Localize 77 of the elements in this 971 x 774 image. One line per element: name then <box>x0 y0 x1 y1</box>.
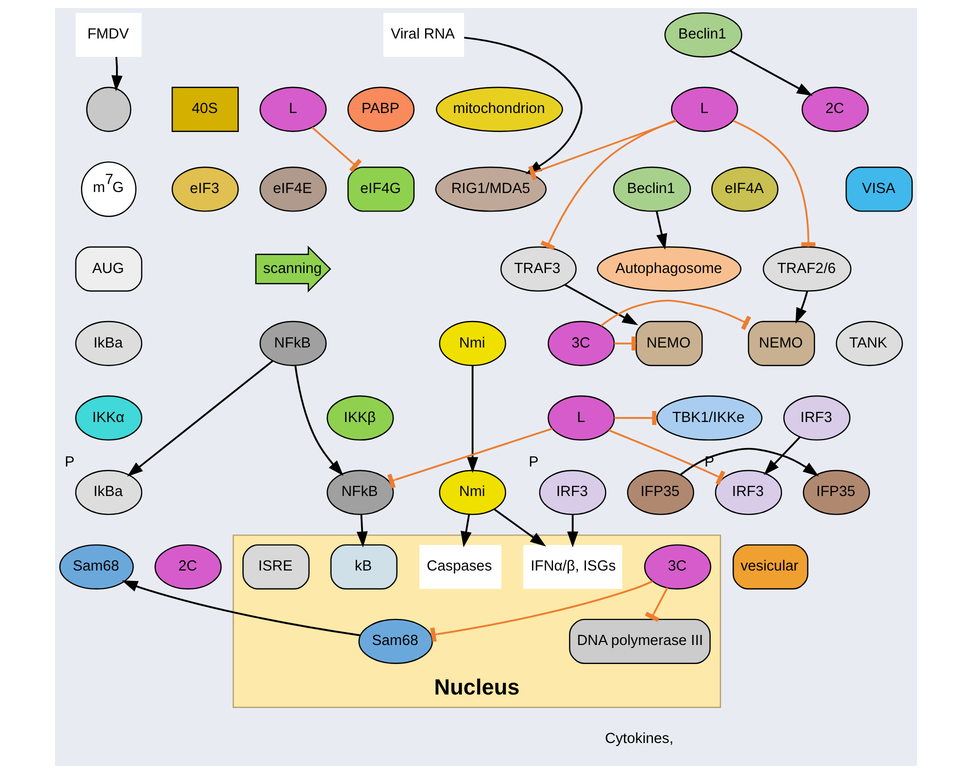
node-ellipse: IRF3 <box>538 470 606 516</box>
node-box: kB <box>330 544 397 590</box>
node-ellipse: NFkB <box>326 470 394 516</box>
node-box: FMDV <box>75 12 142 57</box>
node-ellipse: Nmi <box>438 470 506 516</box>
node-ellipse: IRF3 <box>782 395 850 441</box>
node-box: Caspases <box>418 544 501 589</box>
node-ellipse: IFP35 <box>626 470 694 516</box>
connector <box>430 580 652 642</box>
connector <box>528 120 676 180</box>
connector <box>608 429 725 485</box>
node-ellipse: TRAF2/6 <box>762 246 851 292</box>
connector <box>600 300 751 330</box>
node-label: P <box>528 454 538 470</box>
label: Cytokines, <box>604 730 673 747</box>
arrow <box>356 514 368 548</box>
node-ellipse: IkBa <box>74 320 142 366</box>
arrow <box>126 360 273 477</box>
node-ellipse: Beclin1 <box>664 12 742 58</box>
node-ellipse: eIF4A <box>710 166 778 212</box>
connector <box>614 410 656 425</box>
node-box: DNA polymerase III <box>568 618 710 664</box>
node-box: NEMO <box>635 320 702 366</box>
node-ellipse: TRAF3 <box>500 246 576 292</box>
node-ellipse: L <box>547 395 614 441</box>
node-box: Viral RNA <box>382 12 464 57</box>
node-box: AUG <box>74 246 142 292</box>
arrow <box>294 366 344 476</box>
node-ellipse: IKKα <box>74 395 142 441</box>
node-ellipse: 3C <box>547 320 614 366</box>
node-ellipse: 3C <box>644 544 711 590</box>
arrow <box>655 210 667 250</box>
node-ellipse: TANK <box>835 320 902 366</box>
node-ellipse: eIF4E <box>259 166 326 212</box>
arrow <box>566 514 578 548</box>
node-ellipse: TBK1/IKKe <box>656 395 762 441</box>
arrow <box>121 580 360 636</box>
node-ellipse: Sam68 <box>358 618 432 664</box>
arrow <box>110 56 122 92</box>
node-ellipse: L <box>670 86 738 132</box>
node-label: P <box>64 454 74 470</box>
connector <box>386 428 552 488</box>
node-box: vesicular <box>732 544 808 590</box>
node-ellipse: PABP <box>346 86 414 132</box>
node-box: VISA <box>845 166 912 212</box>
arrow <box>729 50 812 96</box>
node-ellipse: IkBa <box>74 470 142 516</box>
node-ellipse: IFP35 <box>802 470 870 516</box>
arrow <box>795 290 808 324</box>
connector <box>311 126 362 172</box>
node-ellipse: IKKβ <box>326 395 394 441</box>
node-box: IFNα/β, ISGs <box>522 544 622 589</box>
arrow <box>460 514 472 548</box>
node-ellipse: eIF3 <box>171 166 238 212</box>
node-ellipse: mitochondrion <box>435 86 563 132</box>
node-box: eIF4G <box>346 166 414 212</box>
arrow <box>679 448 818 476</box>
node-circle <box>86 86 131 132</box>
arrow <box>564 284 638 326</box>
connector <box>614 336 636 351</box>
connector <box>540 119 676 250</box>
node-ellipse: Sam68 <box>58 544 134 590</box>
node-box: NEMO <box>747 320 815 366</box>
connector <box>732 120 815 247</box>
node-ellipse: Nmi <box>438 320 506 366</box>
node-ellipse: 2C <box>801 86 868 132</box>
node-ellipse: L <box>259 86 326 132</box>
node-ellipse: NFkB <box>259 320 326 366</box>
node-ellipse: Autophagosome <box>596 246 741 292</box>
connector <box>644 587 668 622</box>
arrow <box>466 366 478 474</box>
node-box: ISRE <box>242 544 310 590</box>
node-ellipse: 2C <box>154 544 222 590</box>
arrow <box>493 508 546 547</box>
node-box: 40S <box>171 86 238 132</box>
arrow <box>763 436 800 476</box>
node-ellipse: Beclin1 <box>612 166 690 212</box>
